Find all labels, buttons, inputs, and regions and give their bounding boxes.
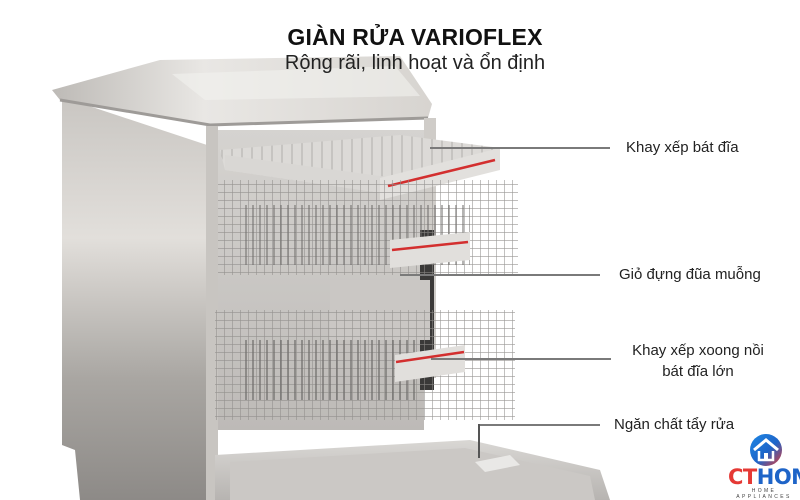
page-title: GIÀN RỬA VARIOFLEX: [287, 24, 543, 50]
callout-label-pot-tray-line1: Khay xếp xoong nồi: [632, 342, 764, 359]
house-logo-icon: [750, 434, 782, 466]
logo-ct: CT: [728, 465, 757, 489]
logo-wordmark: CTHOME: [728, 465, 800, 489]
callout-line-pot-tray: [431, 358, 611, 360]
callout-label-detergent: Ngăn chất tẩy rửa: [614, 416, 735, 433]
callout-line-dish-tray: [430, 147, 610, 149]
page-subtitle: Rộng rãi, linh hoạt và ổn định: [284, 52, 546, 74]
callout-label-dish-tray: Khay xếp bát đĩa: [626, 139, 739, 156]
logo-home: HOME: [756, 465, 800, 489]
logo-tagline: HOME APPLIANCES: [736, 488, 792, 500]
callout-label-cutlery-basket: Giỏ đựng đũa muỗng: [619, 266, 761, 283]
callout-line-detergent: [479, 424, 600, 426]
callout-label-pot-tray-line2: bát đĩa lớn: [662, 363, 734, 380]
callout-label-pot-tray: Khay xếp xoong nồi bát đĩa lớn: [618, 340, 778, 382]
callout-line-cutlery-basket: [400, 274, 600, 276]
callout-vline-detergent: [478, 424, 480, 458]
cthome-logo: CTHOME HOME APPLIANCES: [728, 433, 800, 500]
